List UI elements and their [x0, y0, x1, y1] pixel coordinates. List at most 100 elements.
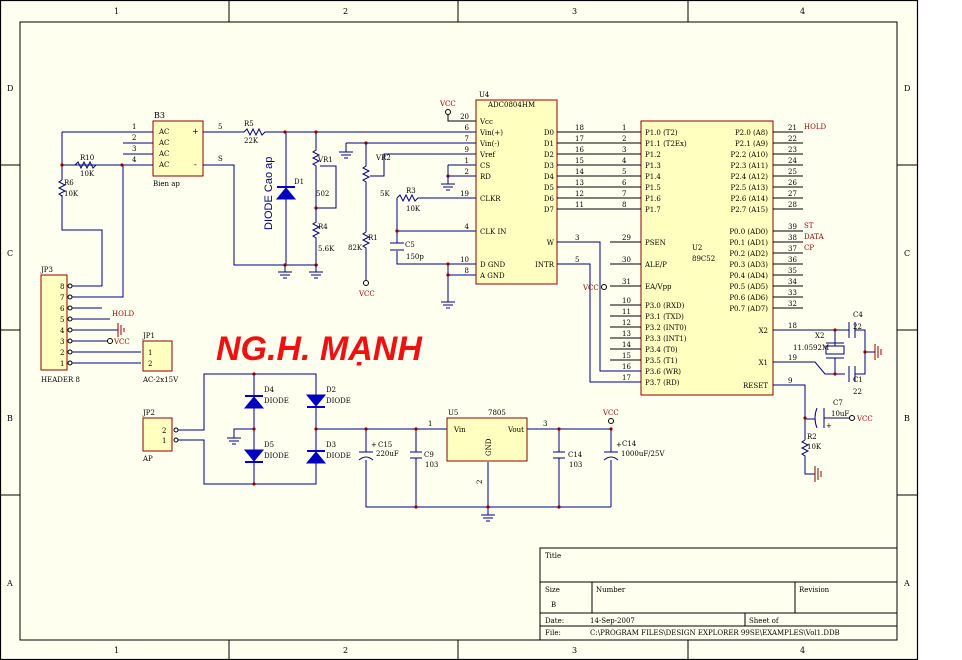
diode-d1: D1 DIODE Cao ap	[263, 132, 304, 265]
svg-text:B3: B3	[154, 111, 165, 120]
svg-text:C1: C1	[853, 376, 863, 384]
svg-text:R1: R1	[368, 234, 378, 242]
capacitor-c4: C4 22	[848, 311, 863, 338]
adc-pin-name: Vin(+)	[479, 129, 503, 137]
mcu-pin-number: 31	[622, 278, 631, 286]
adc-pin-number: 3	[575, 234, 579, 242]
mcu-pin-name: P1.7	[645, 206, 661, 214]
adc-pin-number: 11	[575, 201, 584, 209]
resistor-r2: R2 10K	[800, 433, 822, 475]
mcu-pin-name: P2.5 (A13)	[731, 184, 769, 192]
svg-text:502: 502	[316, 190, 329, 198]
svg-text:VCC: VCC	[358, 290, 375, 298]
mcu-pin-number: 34	[788, 278, 797, 286]
mcu-pin-name: P0.0 (AD0)	[729, 228, 768, 236]
file-label: File:	[545, 629, 561, 637]
adc-pin-number: 15	[575, 157, 584, 165]
mcu-pin-number: 17	[622, 374, 631, 382]
mcu-pin-number: 10	[622, 297, 631, 305]
adc-left-pins: 20Vcc6Vin(+)7Vin(-)9Vref1CS2RD19CLKR4CLK…	[460, 113, 506, 280]
mcu-pin-name: P1.3	[645, 162, 661, 170]
svg-text:C14: C14	[568, 451, 583, 459]
svg-text:D2: D2	[326, 386, 336, 394]
adc-pin-name: D6	[544, 195, 555, 203]
potentiometer-vr2: VR2 5K	[361, 143, 476, 232]
mcu-pin-name: P1.4	[645, 173, 661, 181]
svg-text:10K: 10K	[406, 205, 421, 213]
mcu-pin-name: P0.3 (AD3)	[729, 261, 768, 269]
mcu-pin-name: ALE/P	[644, 261, 667, 269]
svg-text:AC: AC	[158, 128, 169, 136]
svg-text:220uF: 220uF	[376, 450, 399, 458]
adc-pin-name: D3	[544, 162, 554, 170]
mcu-pin-name: P0.7 (AD7)	[729, 305, 768, 313]
svg-text:VR1: VR1	[317, 156, 333, 164]
mcu-pin-name: P0.6 (AD6)	[729, 294, 768, 302]
svg-text:X2: X2	[815, 332, 824, 340]
mcu-pin-name: P0.4 (AD4)	[729, 272, 768, 280]
mcu-pin-name: P0.1 (AD1)	[729, 239, 768, 247]
jp3-pin-number: 6	[60, 305, 65, 313]
diode-d3: D3 DIODE	[305, 441, 351, 464]
mcu-pin-number: 16	[622, 363, 631, 371]
mcu-pin-number: 30	[622, 256, 631, 264]
mcu-pin-number: 33	[788, 289, 797, 297]
mcu-pin-number: 15	[622, 352, 631, 360]
svg-text:1: 1	[148, 349, 152, 357]
mcu-pin-number: 8	[622, 201, 626, 209]
jp3-pin-number: 3	[60, 338, 64, 346]
mcu-pin-name: P3.2 (INT0)	[645, 324, 687, 332]
row-label-d: D	[7, 84, 13, 93]
date-label: Date:	[545, 617, 564, 625]
mcu-u2: U2 89C52	[640, 120, 774, 396]
svg-text:D1: D1	[294, 178, 304, 186]
svg-text:22: 22	[853, 388, 862, 396]
crystal-x2: X2 11.0592M	[793, 332, 845, 359]
net-cp: CP	[804, 244, 814, 252]
adc-pin-number: 8	[465, 267, 469, 275]
mcu-pin-name: P0.2 (AD2)	[729, 250, 768, 258]
resistor-r10: R10 10K	[74, 154, 97, 178]
svg-text:5K: 5K	[380, 190, 390, 198]
mcu-pin-number: 1	[622, 124, 626, 132]
vcc-label-adc: VCC	[439, 100, 456, 108]
svg-text:-: -	[194, 160, 197, 169]
mcu-pin-name: X2	[759, 327, 768, 335]
mcu-pin-name: P0.5 (AD5)	[729, 283, 768, 291]
mcu-pin-number: 24	[788, 157, 797, 165]
mcu-pin-number: 4	[622, 157, 627, 165]
row-label-c: C	[7, 249, 13, 258]
mcu-pin-name: P3.3 (INT1)	[645, 335, 687, 343]
svg-text:2: 2	[148, 360, 152, 368]
jp3-pin-number: 2	[60, 349, 64, 357]
mcu-pin-number: 18	[788, 322, 797, 330]
resistor-r4: R4 5.6K	[311, 208, 335, 265]
svg-text:+: +	[826, 422, 832, 430]
svg-text:S: S	[218, 155, 223, 163]
svg-text:GND: GND	[485, 438, 493, 456]
row-label-b: B	[7, 414, 13, 423]
resistor-r5: R5 22K	[243, 120, 318, 145]
svg-text:AP: AP	[142, 455, 153, 463]
mcu-pin-name: P2.1 (A9)	[735, 140, 768, 148]
mcu-pin-name: P2.0 (A8)	[735, 129, 768, 137]
adc-pin-number: 19	[460, 190, 469, 198]
svg-text:103: 103	[425, 461, 438, 469]
svg-text:10K: 10K	[64, 190, 79, 198]
net-data: DATA	[804, 233, 825, 241]
capacitor-c15: + C15 220uF	[358, 441, 399, 461]
adc-pin-name: A GND	[479, 272, 505, 280]
mcu-pin-name: PSEN	[645, 239, 666, 247]
mcu-pin-number: 38	[788, 234, 797, 242]
vcc-label-jp3: VCC	[113, 338, 130, 346]
adc-pin-name: W	[547, 239, 555, 247]
adc-pin-number: 2	[465, 168, 469, 176]
mcu-pin-number: 28	[788, 201, 797, 209]
svg-text:R2: R2	[807, 433, 817, 441]
adc-pin-name: D GND	[480, 261, 506, 269]
mcu-pin-name: P2.3 (A11)	[731, 162, 769, 170]
svg-text:R4: R4	[318, 223, 328, 231]
adc-pin-name: D0	[544, 129, 554, 137]
svg-text:AC-2x15V: AC-2x15V	[142, 376, 179, 384]
